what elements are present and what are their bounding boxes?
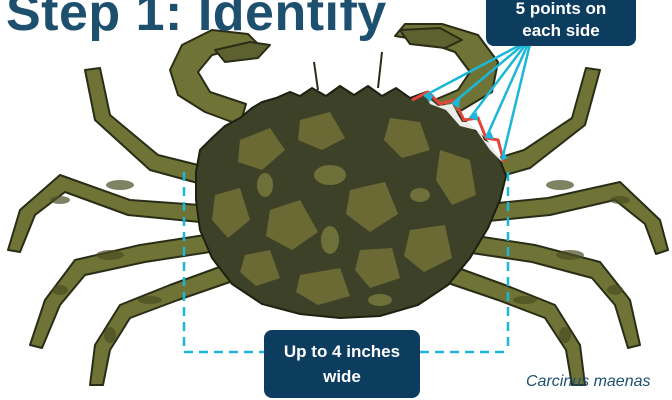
- width-callout-line1: Up to 4 inches: [264, 339, 420, 364]
- points-callout: 5 points on each side: [486, 0, 636, 46]
- width-callout-line2: wide: [264, 364, 420, 389]
- page-title: Step 1: Identify: [6, 0, 387, 43]
- width-callout: Up to 4 inches wide: [264, 330, 420, 398]
- points-callout-line1: 5 points on: [486, 0, 636, 20]
- points-callout-line2: each side: [486, 20, 636, 42]
- species-name: Carcinus maenas: [526, 373, 651, 391]
